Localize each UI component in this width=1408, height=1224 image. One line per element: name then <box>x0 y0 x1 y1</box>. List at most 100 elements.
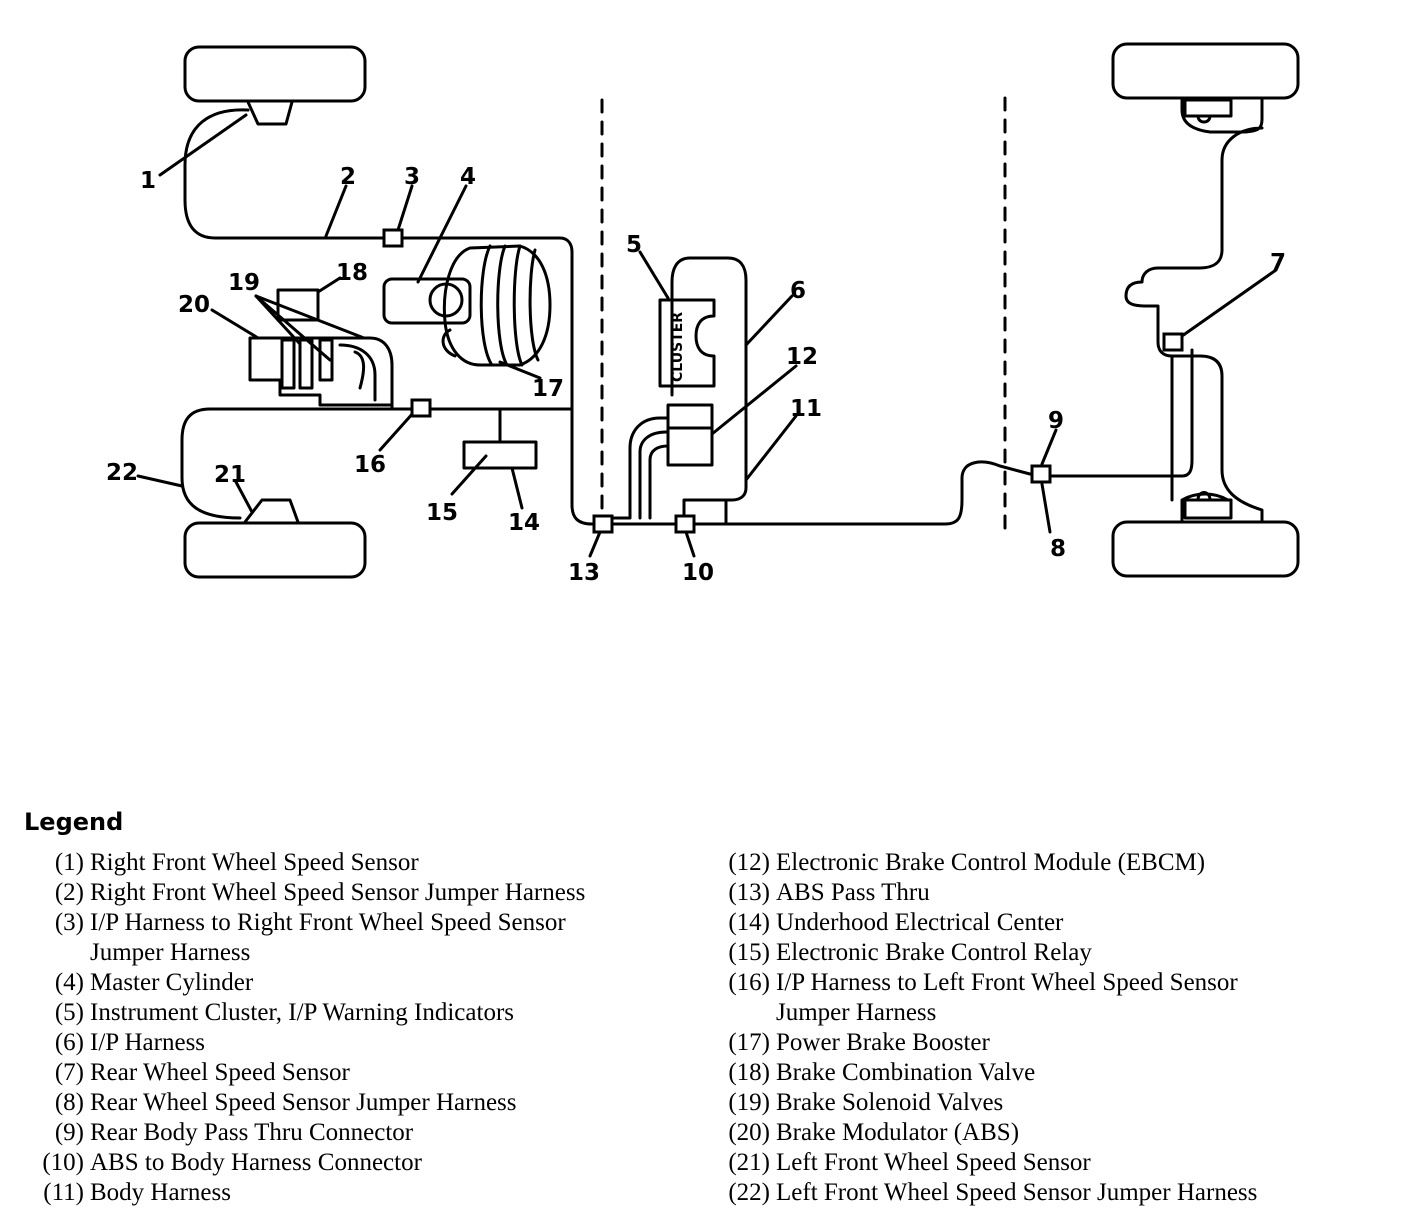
rear-axle-frame <box>1124 96 1264 524</box>
leader-14 <box>510 466 524 510</box>
callout-6: 6 <box>790 278 806 304</box>
legend-item: (4)Master Cylinder <box>20 968 680 998</box>
callout-15: 15 <box>426 500 458 526</box>
legend-item-text: Brake Combination Valve <box>776 1059 1036 1086</box>
legend-item-text: Brake Solenoid Valves <box>776 1089 1004 1116</box>
legend-item: (13)ABS Pass Thru <box>706 878 1396 908</box>
leader-3 <box>396 184 414 232</box>
leader-6 <box>744 294 794 347</box>
ebcm-harness-2 <box>638 430 668 520</box>
legend-item: (8)Rear Wheel Speed Sensor Jumper Harnes… <box>20 1088 680 1118</box>
legend-item: (7)Rear Wheel Speed Sensor <box>20 1058 680 1088</box>
callout-5: 5 <box>626 232 642 258</box>
leader-21 <box>234 480 254 514</box>
legend-item-text: Electronic Brake Control Module (EBCM) <box>776 849 1206 876</box>
legend-item-continuation: Jumper Harness <box>776 999 937 1026</box>
legend-item-number: (12) <box>728 849 770 876</box>
connector-3 <box>382 228 404 248</box>
legend-item: (16)I/P Harness to Left Front Wheel Spee… <box>706 968 1396 998</box>
legend-right-column: (12)Electronic Brake Control Module (EBC… <box>706 848 1396 1208</box>
abs-wiring-diagram: CLUSTER 1 2 3 4 5 6 7 8 9 10 11 12 13 14… <box>106 42 1300 586</box>
brake-modulator-shape <box>248 336 394 410</box>
right-front-tire <box>183 45 367 103</box>
connector-16 <box>410 398 432 418</box>
brake-booster-shape <box>442 244 552 367</box>
solenoid-valve-1 <box>280 338 296 390</box>
ebcm-harness-3 <box>648 444 670 520</box>
callout-22: 22 <box>106 460 138 486</box>
callout-21: 21 <box>214 462 246 488</box>
rear-harness <box>1046 348 1194 478</box>
legend-item-number: (5) <box>54 999 84 1026</box>
rear-sensor-bracket-top <box>1183 98 1233 118</box>
legend-item-number: (4) <box>54 969 84 996</box>
combination-valve-shape <box>276 288 320 322</box>
leader-9 <box>1040 428 1058 466</box>
legend-title: Legend <box>24 808 124 836</box>
solenoid-valve-2 <box>298 338 314 390</box>
legend-item: (21)Left Front Wheel Speed Sensor <box>706 1148 1396 1178</box>
legend-item-text: I/P Harness to Left Front Wheel Speed Se… <box>776 969 1238 996</box>
rear-bolt-top <box>1196 114 1212 124</box>
leader-1 <box>158 113 248 177</box>
legend-item-text: Right Front Wheel Speed Sensor <box>90 849 419 876</box>
leader-18 <box>316 276 342 294</box>
legend-item: (19)Brake Solenoid Valves <box>706 1088 1396 1118</box>
legend-item: (15)Electronic Brake Control Relay <box>706 938 1396 968</box>
legend-item-number: (8) <box>54 1089 84 1116</box>
connector-13 <box>592 514 614 534</box>
booster-ring <box>441 328 457 358</box>
legend-item-number: (10) <box>42 1149 84 1176</box>
legend-item-number: (16) <box>728 969 770 996</box>
legend-item-text: Body Harness <box>90 1179 231 1206</box>
legend-item-text: Left Front Wheel Speed Sensor Jumper Har… <box>776 1179 1258 1206</box>
legend-item-number: (22) <box>728 1179 770 1206</box>
legend-item-text: ABS to Body Harness Connector <box>90 1149 422 1176</box>
callout-16: 16 <box>354 452 386 478</box>
legend-item-number: (2) <box>54 879 84 906</box>
master-cylinder-shape <box>382 277 472 325</box>
legend-item-number: (13) <box>728 879 770 906</box>
left-front-sensor-shape <box>243 498 300 524</box>
legend-item-text: Instrument Cluster, I/P Warning Indicato… <box>90 999 514 1026</box>
callout-3: 3 <box>404 164 420 190</box>
legend-item-number: (11) <box>43 1179 84 1206</box>
leader-8 <box>1040 482 1052 534</box>
right-front-harness <box>183 108 390 240</box>
modulator-pipe <box>338 343 377 402</box>
ip-harness-left <box>670 256 692 397</box>
legend-item: (14)Underhood Electrical Center <box>706 908 1396 938</box>
legend-item: (22)Left Front Wheel Speed Sensor Jumper… <box>706 1178 1396 1208</box>
leader-4 <box>416 184 468 284</box>
connector-7 <box>1162 332 1184 352</box>
left-front-tire <box>183 521 367 579</box>
legend-item-number: (17) <box>728 1029 770 1056</box>
body-harness-main <box>610 460 1032 526</box>
connector-9 <box>1030 464 1052 484</box>
legend-item-text: I/P Harness <box>90 1029 206 1056</box>
leader-7 <box>1180 268 1278 338</box>
legend-item-text: Rear Wheel Speed Sensor <box>90 1059 350 1086</box>
legend-item-text: Rear Body Pass Thru Connector <box>90 1119 414 1146</box>
leader-16 <box>378 410 416 452</box>
callout-4: 4 <box>460 164 476 190</box>
solenoid-valve-3 <box>318 338 334 382</box>
leader-10 <box>684 530 696 558</box>
instrument-cluster-shape <box>658 298 716 388</box>
legend-item: (12)Electronic Brake Control Module (EBC… <box>706 848 1396 878</box>
rear-tire-bottom <box>1111 520 1300 578</box>
callout-13: 13 <box>568 560 600 586</box>
callout-10: 10 <box>682 560 714 586</box>
legend-item-number: (20) <box>728 1119 770 1146</box>
brake-control-relay-shape <box>462 440 538 470</box>
rear-bolt-bottom <box>1196 491 1212 502</box>
ebcm-harness <box>610 416 670 520</box>
booster-rib-4 <box>528 248 540 362</box>
callout-12: 12 <box>786 344 818 370</box>
right-front-sensor-shape <box>246 100 294 126</box>
legend-item: (10)ABS to Body Harness Connector <box>20 1148 680 1178</box>
callout-9: 9 <box>1048 408 1064 434</box>
legend-item: (5)Instrument Cluster, I/P Warning Indic… <box>20 998 680 1028</box>
legend-item: (6)I/P Harness <box>20 1028 680 1058</box>
legend-left-column: (1)Right Front Wheel Speed Sensor (2)Rig… <box>20 848 680 1208</box>
